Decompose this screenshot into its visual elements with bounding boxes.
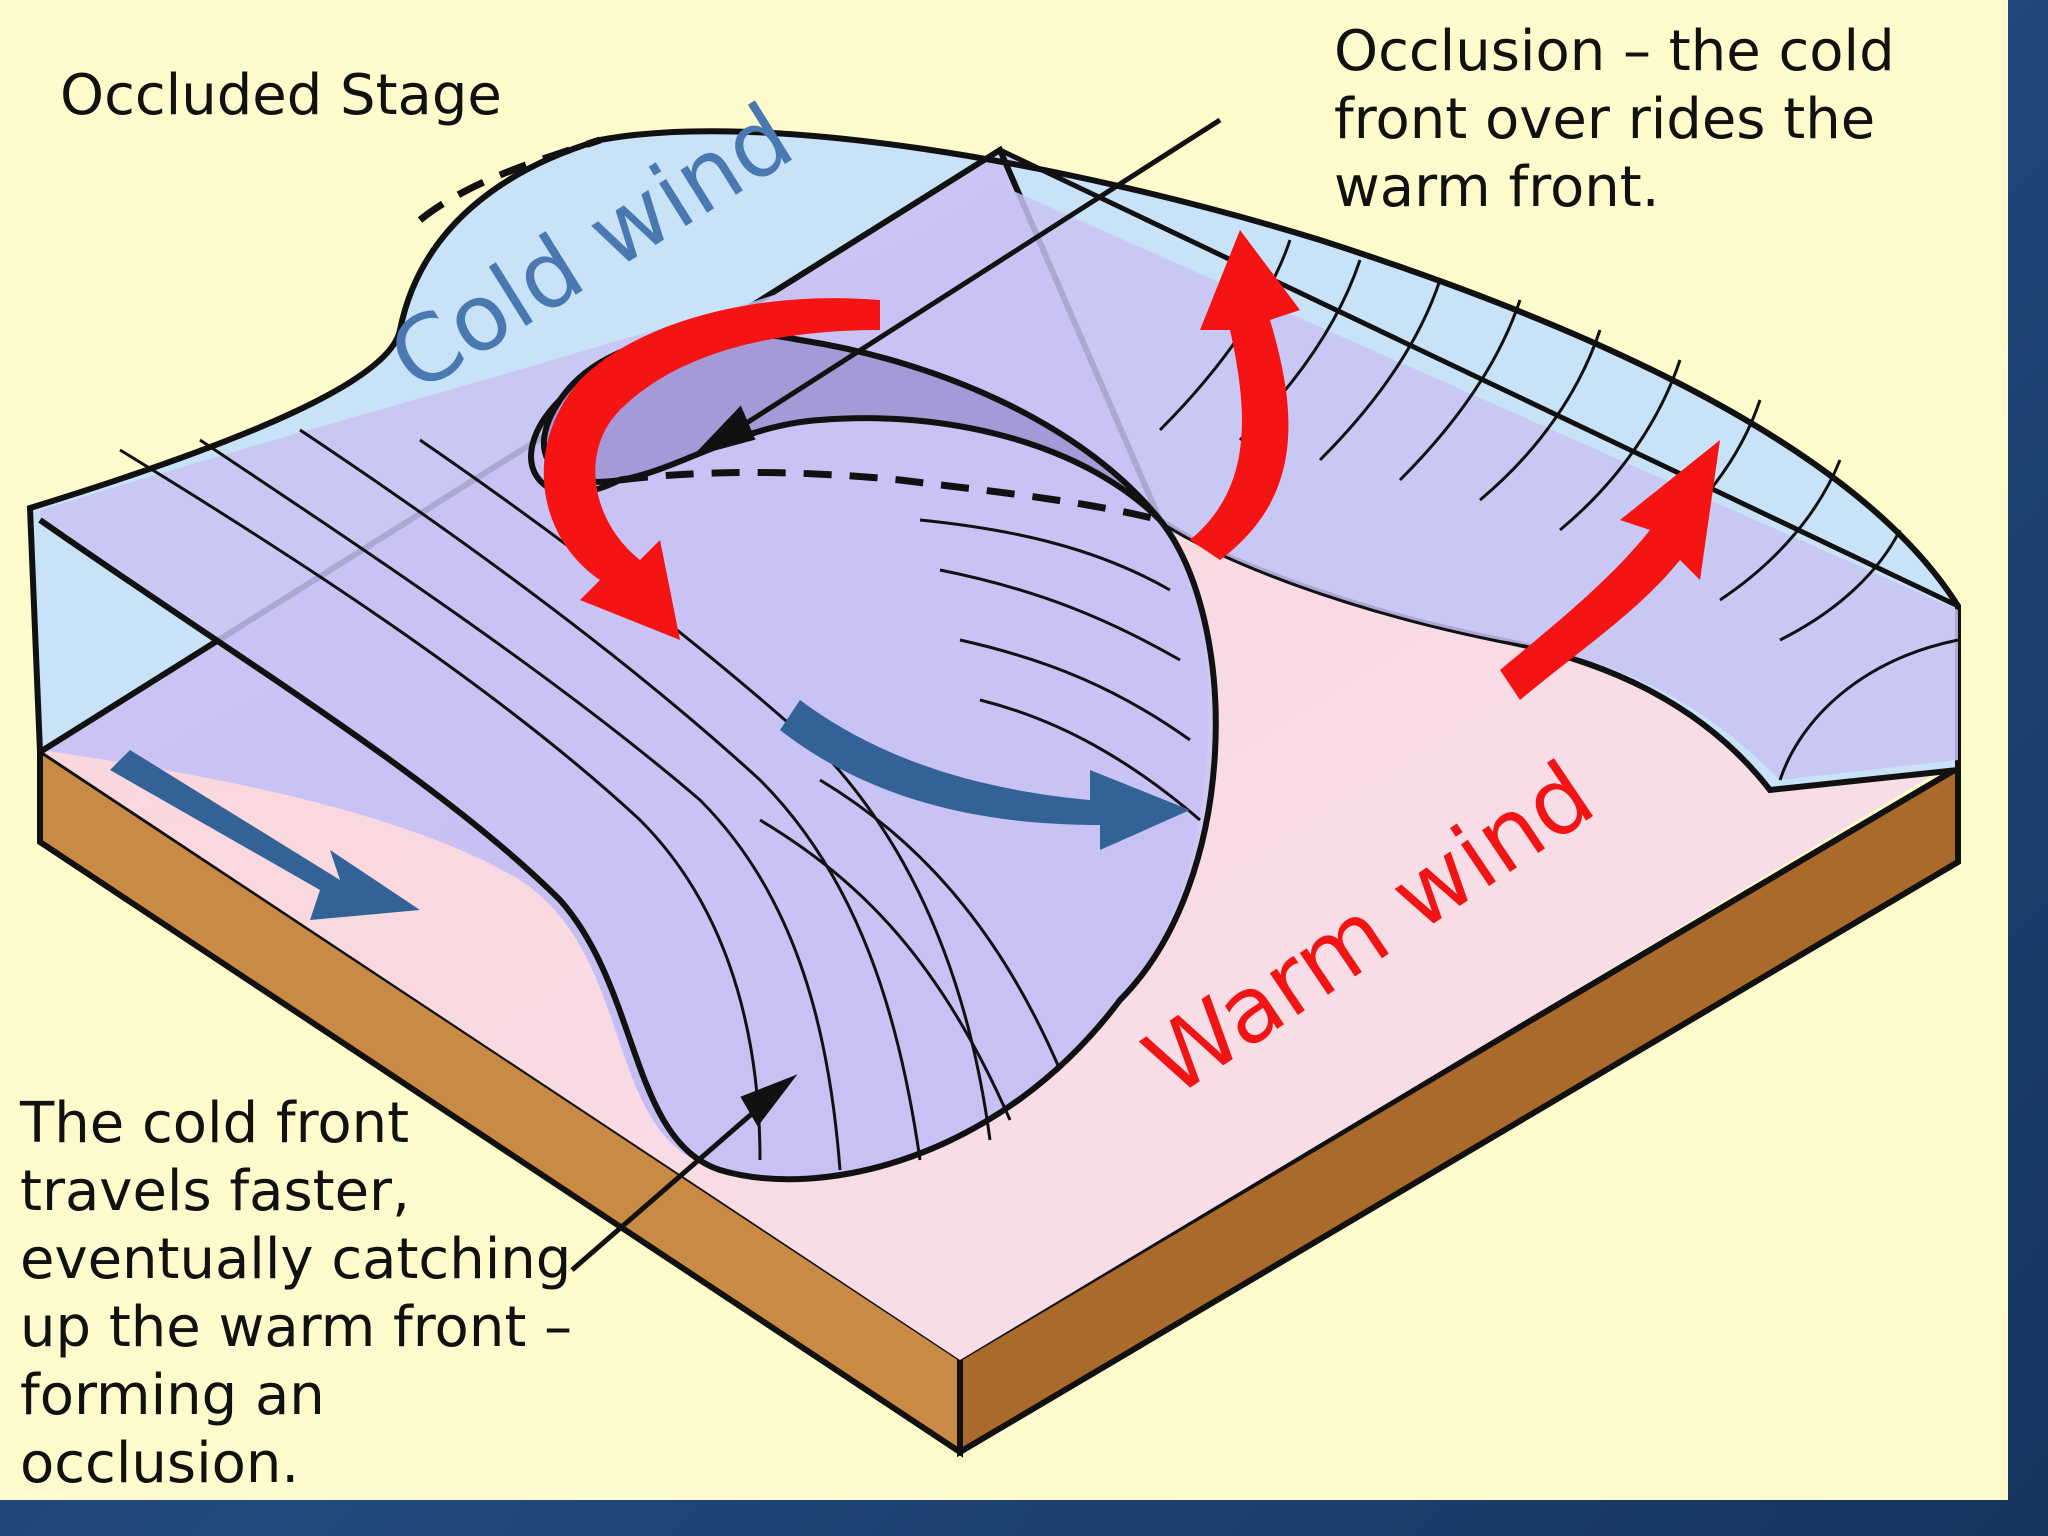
cold-wedge-surface	[40, 185, 1958, 1180]
blue-arrow-left	[110, 750, 420, 920]
occluded-front-diagram	[26, 117, 1961, 1458]
occlusion-annotation: Occlusion – the cold front over rides th…	[1334, 19, 1895, 220]
warm-front-hatching	[1158, 239, 1959, 781]
red-arrow-curl	[543, 298, 880, 640]
blue-arrow-center	[780, 700, 1190, 850]
warm-wind-arrows	[543, 230, 1720, 700]
dashed-upper-front	[417, 136, 602, 223]
red-arrow-up-right	[1500, 440, 1720, 700]
diagram-title: Occluded Stage	[60, 63, 502, 128]
ground-right-side	[957, 762, 1961, 1458]
cold-wind-arrows	[110, 700, 1190, 920]
cold-front-annotation: The cold front travels faster, eventuall…	[20, 1091, 573, 1496]
callout-arrows	[570, 117, 1222, 1272]
occlusion-dashed	[619, 469, 1161, 524]
red-arrow-up-left	[1190, 230, 1300, 560]
slide: Occluded Stage Occlusion – the cold fron…	[0, 0, 2008, 1500]
